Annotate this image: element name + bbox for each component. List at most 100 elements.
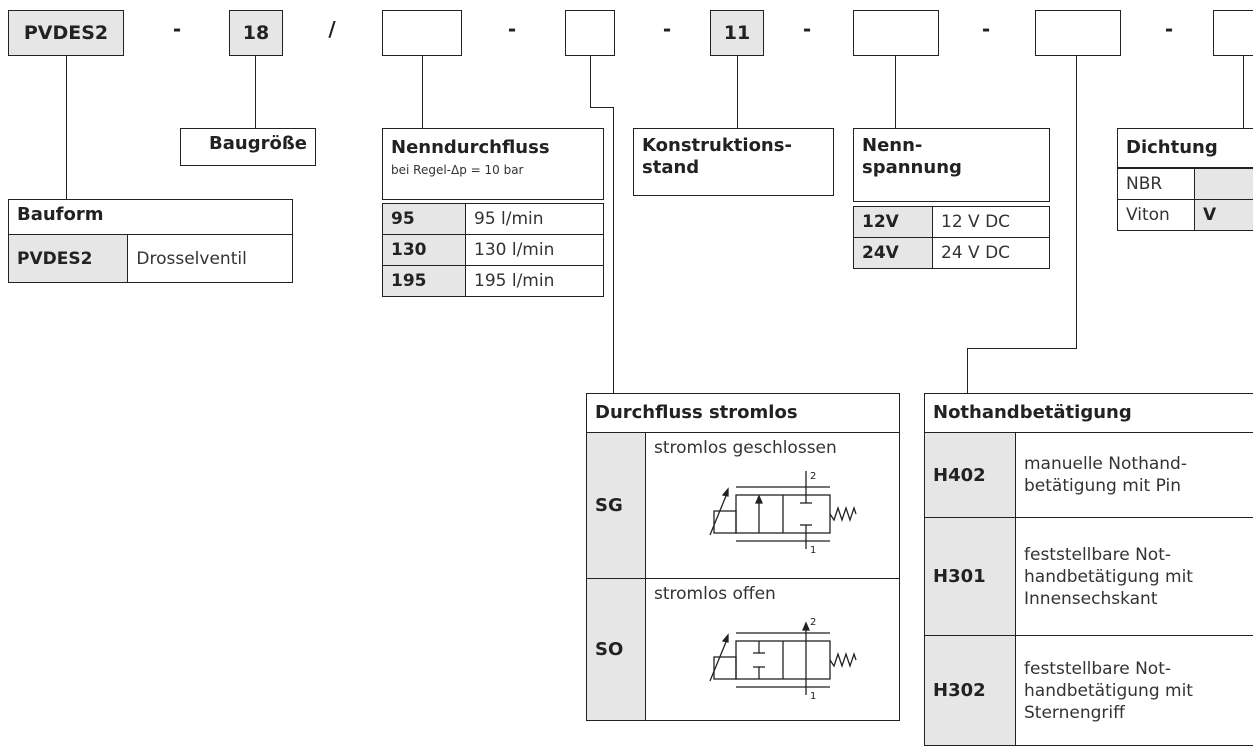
seal-label: Viton — [1117, 199, 1195, 231]
port-2-label: 2 — [810, 617, 816, 628]
seal-code: V — [1194, 199, 1253, 231]
voltage-code: 24V — [853, 237, 933, 269]
connector-size — [255, 56, 256, 128]
separator-7: - — [1164, 17, 1174, 41]
code-type-text: PVDES2 — [23, 22, 109, 44]
code-box-voltage — [853, 10, 939, 56]
nennspannung-line1: Nenn- — [862, 135, 923, 156]
table-row: H301 feststellbare Not- handbetätigung m… — [924, 517, 1253, 636]
manual-desc-line2: betätigung mit Pin — [1024, 476, 1181, 496]
nennspannung-header: Nenn- spannung — [853, 128, 1050, 202]
table-row: PVDES2 Drosselventil — [7, 234, 293, 283]
code-box-stromlos — [565, 10, 615, 56]
separator-3: - — [507, 17, 517, 41]
code-size-text: 18 — [242, 22, 270, 44]
separator-4: - — [662, 17, 672, 41]
stromlos-desc: stromlos geschlossen — [654, 438, 837, 458]
code-box-construction: 11 — [710, 10, 764, 56]
separator-1: - — [172, 17, 182, 41]
separator-2: / — [328, 17, 336, 41]
seal-code — [1194, 168, 1253, 200]
manual-code: H402 — [924, 432, 1016, 518]
table-row: SO stromlos offen — [586, 578, 900, 721]
manual-desc-line2: handbetätigung mit — [1024, 566, 1193, 587]
flow-code: 95 — [382, 203, 466, 235]
connector-construction — [737, 56, 738, 128]
voltage-code: 12V — [853, 206, 933, 238]
flow-desc: 130 l/min — [465, 234, 604, 266]
stromlos-desc: stromlos offen — [654, 584, 776, 604]
voltage-desc: 24 V DC — [932, 237, 1050, 269]
port-1-label: 1 — [810, 691, 816, 701]
connector-manual-3 — [967, 348, 968, 394]
table-row: NBR — [1117, 168, 1253, 200]
nothandbetaetigung-table: H402 manuelle Nothand- betätigung mit Pi… — [924, 432, 1253, 746]
connector-stromlos-1 — [590, 56, 591, 107]
flow-code: 195 — [382, 265, 466, 297]
seal-label: NBR — [1117, 168, 1195, 200]
connector-voltage — [895, 56, 896, 128]
stromlos-code: SO — [586, 578, 646, 721]
code-box-size: 18 — [229, 10, 283, 56]
manual-desc-line2: handbetätigung mit — [1024, 680, 1193, 701]
connector-manual-2 — [967, 348, 1077, 349]
connector-manual-1 — [1076, 56, 1077, 348]
connector-seal — [1243, 56, 1244, 128]
nenndurchfluss-title: Nenndurchfluss — [391, 137, 550, 158]
voltage-desc: 12 V DC — [932, 206, 1050, 238]
bauform-desc: Drosselventil — [127, 234, 293, 283]
flow-desc: 195 l/min — [465, 265, 604, 297]
code-box-manual — [1035, 10, 1121, 56]
baugroesse-label: Baugröße — [180, 128, 316, 166]
nothandbetaetigung-title: Nothandbetätigung — [924, 393, 1253, 433]
connector-stromlos-3 — [613, 107, 614, 393]
code-construction-text: 11 — [723, 22, 751, 44]
nenndurchfluss-header: Nenndurchfluss bei Regel-Δp = 10 bar — [382, 128, 604, 200]
manual-desc-line3: Sternengriff — [1024, 702, 1125, 723]
manual-desc-line1: feststellbare Not- — [1024, 658, 1171, 679]
durchfluss-stromlos-table: SG stromlos geschlossen — [586, 432, 900, 721]
port-2-label: 2 — [810, 471, 816, 482]
flow-desc: 95 l/min — [465, 203, 604, 235]
durchfluss-stromlos-title: Durchfluss stromlos — [586, 393, 900, 433]
stromlos-code: SG — [586, 432, 646, 579]
code-box-flow — [382, 10, 462, 56]
separator-5: - — [802, 17, 812, 41]
code-box-seal — [1213, 10, 1253, 56]
bauform-table: PVDES2 Drosselventil — [7, 234, 293, 283]
table-row: H302 feststellbare Not- handbetätigung m… — [924, 635, 1253, 746]
nenndurchfluss-subtitle: bei Regel-Δp = 10 bar — [391, 163, 524, 177]
flow-code: 130 — [382, 234, 466, 266]
manual-code: H302 — [924, 635, 1016, 746]
manual-code: H301 — [924, 517, 1016, 636]
bauform-title: Bauform — [8, 199, 293, 235]
dichtung-title: Dichtung — [1117, 128, 1253, 168]
table-row: SG stromlos geschlossen — [586, 432, 900, 579]
manual-desc-line1: feststellbare Not- — [1024, 544, 1171, 565]
konstruktionsstand-line1: Konstruktions- — [642, 135, 792, 156]
bauform-code: PVDES2 — [7, 234, 129, 283]
connector-stromlos-2 — [590, 107, 613, 108]
nennspannung-line2: spannung — [862, 157, 962, 178]
konstruktionsstand-line2: stand — [642, 157, 700, 178]
connector-type — [66, 56, 67, 199]
code-box-type: PVDES2 — [8, 10, 124, 56]
konstruktionsstand-label: Konstruktions- stand — [633, 128, 834, 196]
port-1-label: 1 — [810, 545, 816, 555]
table-row: H402 manuelle Nothand- betätigung mit Pi… — [924, 432, 1253, 518]
manual-desc-line1: manuelle Nothand- — [1024, 454, 1187, 474]
separator-6: - — [981, 17, 991, 41]
valve-symbol-open-icon: 2 1 — [709, 617, 857, 701]
manual-desc-line3: Innensechskant — [1024, 588, 1158, 609]
connector-flow — [422, 56, 423, 128]
valve-symbol-closed-icon: 2 1 — [709, 471, 857, 555]
